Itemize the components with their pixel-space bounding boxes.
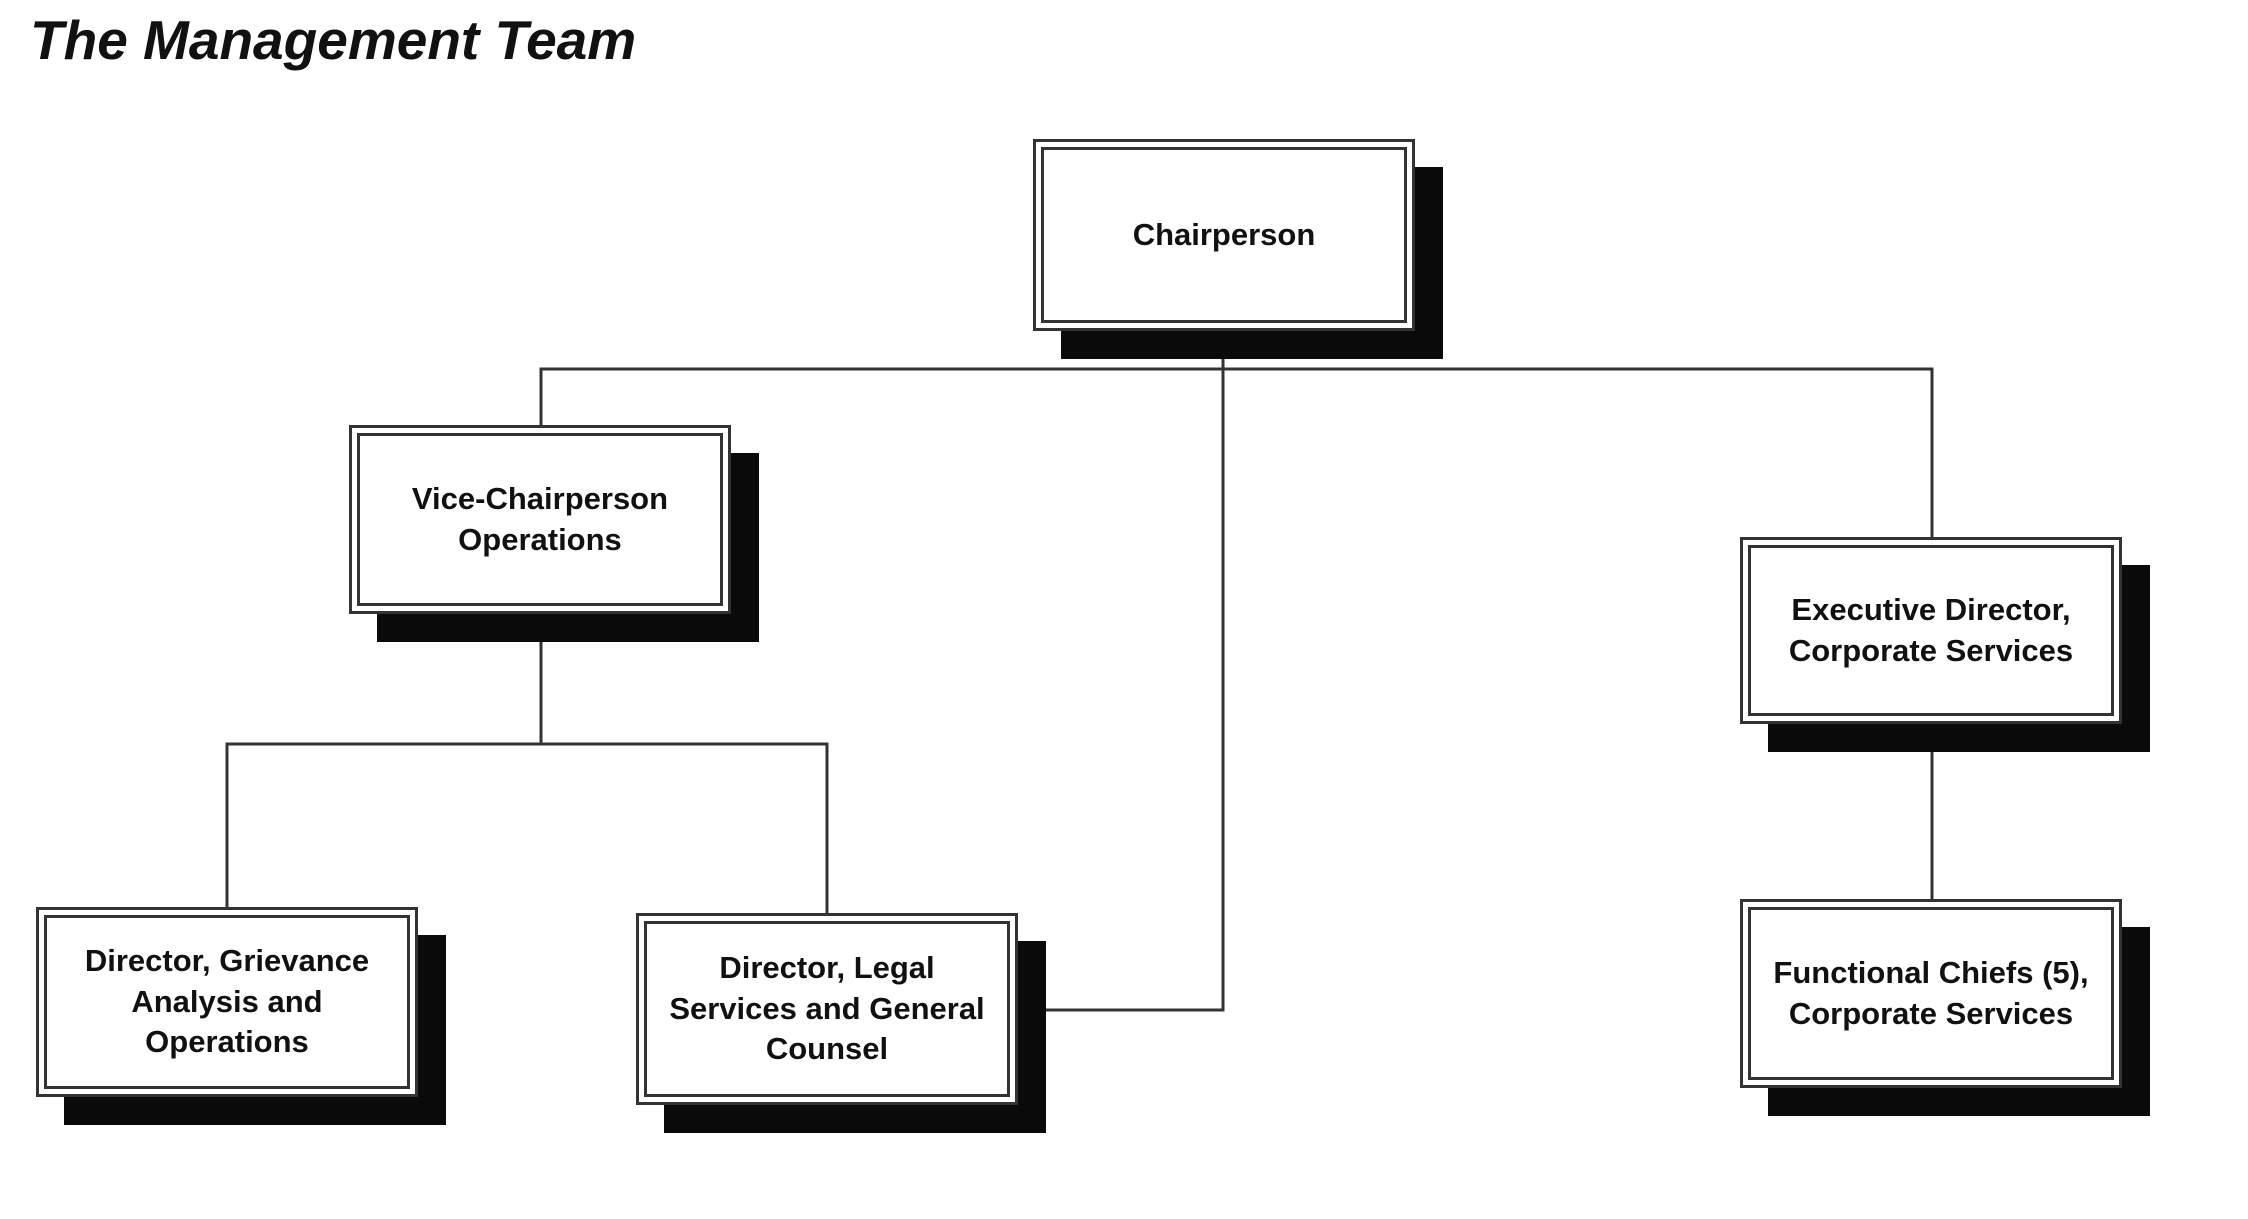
node-box: Director, Grievance Analysis and Operati… <box>36 907 418 1097</box>
node-executive-director: Executive Director, Corporate Services <box>1740 537 2150 752</box>
node-label-vice-chairperson: Vice-Chairperson Operations <box>411 480 669 557</box>
node-functional-chiefs: Functional Chiefs (5), Corporate Service… <box>1740 899 2150 1116</box>
node-vice-chairperson: Vice-Chairperson Operations <box>349 425 759 642</box>
node-box: Executive Director, Corporate Services <box>1740 537 2122 724</box>
node-box: Functional Chiefs (5), Corporate Service… <box>1740 899 2122 1088</box>
node-label-chairperson: Chairperson <box>1132 216 1316 252</box>
node-label-executive-director: Executive Director, Corporate Services <box>1788 591 2074 668</box>
node-box: Chairperson <box>1033 139 1415 331</box>
node-label-director-legal: Director, Legal Services and General Cou… <box>669 949 985 1067</box>
node-box: Vice-Chairperson Operations <box>349 425 731 614</box>
page-title: The Management Team <box>30 9 637 71</box>
node-chairperson: Chairperson <box>1033 139 1443 359</box>
node-director-legal: Director, Legal Services and General Cou… <box>636 913 1046 1133</box>
node-label-director-grievance: Director, Grievance Analysis and Operati… <box>84 942 370 1060</box>
node-label-functional-chiefs: Functional Chiefs (5), Corporate Service… <box>1773 954 2089 1031</box>
node-box: Director, Legal Services and General Cou… <box>636 913 1018 1105</box>
node-director-grievance: Director, Grievance Analysis and Operati… <box>36 907 446 1125</box>
